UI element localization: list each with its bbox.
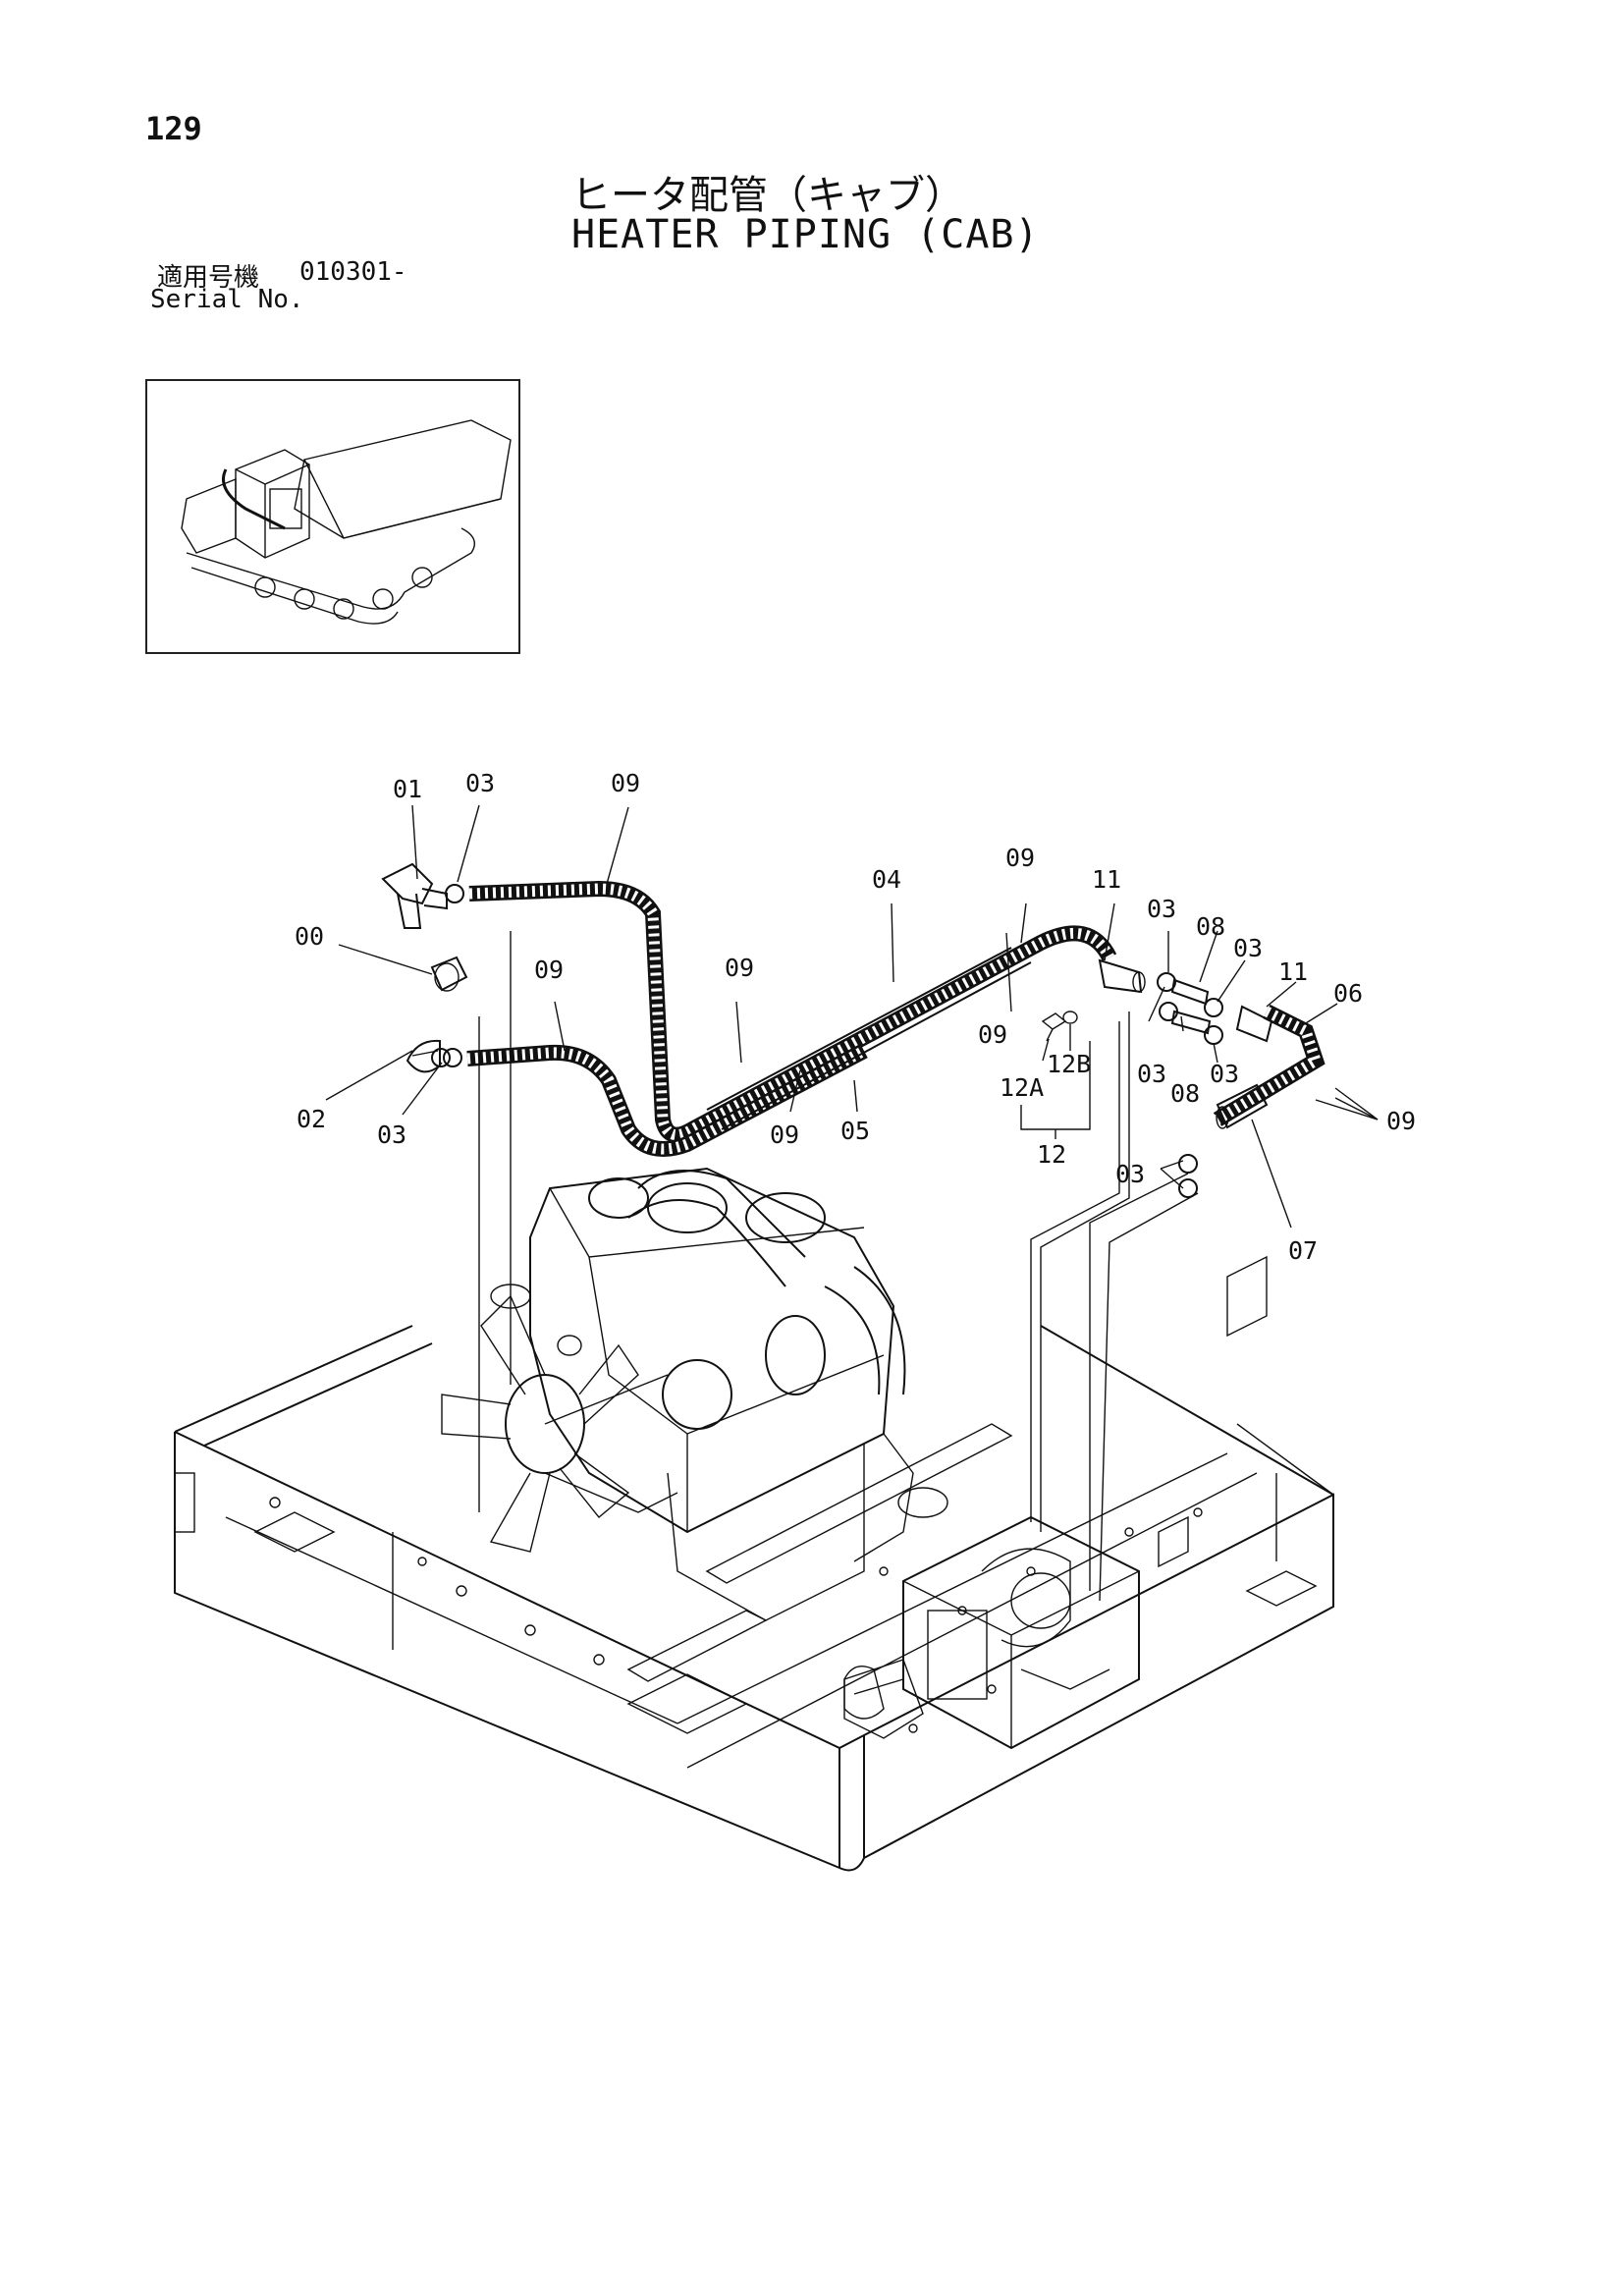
callout-09: 09 [978, 1020, 1007, 1049]
cock-01-drawing [381, 862, 448, 929]
callout-11: 11 [1092, 865, 1121, 894]
pipe-07 [1216, 1083, 1269, 1129]
hose-06-right [1213, 1004, 1325, 1126]
callout-leaders [325, 804, 1379, 1229]
callout-08: 08 [1196, 912, 1225, 941]
callout-09: 09 [611, 769, 640, 797]
crawler-carrier-illustration [181, 419, 512, 625]
callout-11: 11 [1278, 957, 1308, 986]
callout-03: 03 [1233, 934, 1263, 962]
plug-00-drawing [430, 956, 468, 992]
pipe-05 [721, 961, 1032, 1130]
radiator-fan-drawing [441, 1294, 678, 1553]
callout-00: 00 [295, 922, 324, 951]
callout-01: 01 [393, 775, 422, 803]
machine-thumbnail [145, 379, 520, 654]
callout-12: 12 [1037, 1140, 1066, 1169]
pipe-end-fitting-right [1235, 1005, 1273, 1043]
page-number: 129 [145, 110, 202, 147]
callout-02: 02 [297, 1105, 326, 1133]
callout-09: 09 [1005, 844, 1035, 872]
callout-03: 03 [377, 1121, 406, 1149]
hose-09-lower [466, 1043, 868, 1157]
callout-03: 03 [1137, 1060, 1166, 1088]
callout-07: 07 [1288, 1236, 1318, 1265]
callout-03: 03 [1115, 1160, 1145, 1188]
adapters-08 [1170, 978, 1212, 1035]
callout-12b: 12B [1047, 1050, 1091, 1078]
callout-09: 09 [770, 1121, 799, 1149]
callout-06: 06 [1333, 979, 1363, 1008]
clamp-bracket-drawing [843, 1659, 924, 1739]
serial-number-value: 010301- [299, 257, 407, 287]
callout-04: 04 [872, 865, 901, 894]
serial-label-japanese: 適用号機 [157, 263, 260, 293]
callout-12a: 12A [1000, 1073, 1044, 1102]
callout-labels: 01 03 09 00 09 09 04 09 11 03 08 03 11 0… [295, 769, 1416, 1265]
callout-03: 03 [1147, 895, 1176, 923]
pipe-end-fitting-left [1098, 958, 1146, 994]
callout-08: 08 [1170, 1079, 1200, 1108]
callout-03: 03 [465, 769, 495, 797]
engine-drawing [490, 1167, 948, 1621]
elbow-02-drawing [406, 1039, 441, 1073]
callout-09: 09 [1386, 1107, 1416, 1135]
callout-09: 09 [725, 954, 754, 982]
serial-label: Serial No. [150, 285, 304, 314]
page-title-japanese: ヒータ配管（キャブ） [571, 173, 964, 218]
callout-03: 03 [1210, 1060, 1239, 1088]
page-title: HEATER PIPING (CAB) [571, 212, 1040, 257]
pipe-04 [706, 947, 1012, 1111]
callout-05: 05 [840, 1117, 870, 1145]
connection-leaders [478, 931, 1199, 1602]
upper-frame-drawing [174, 1255, 1334, 1872]
bolt-washer-12 [1041, 1011, 1078, 1042]
callout-09: 09 [534, 956, 564, 984]
hose-clamps [431, 884, 1223, 1198]
hose-09-upper [468, 880, 1117, 1143]
